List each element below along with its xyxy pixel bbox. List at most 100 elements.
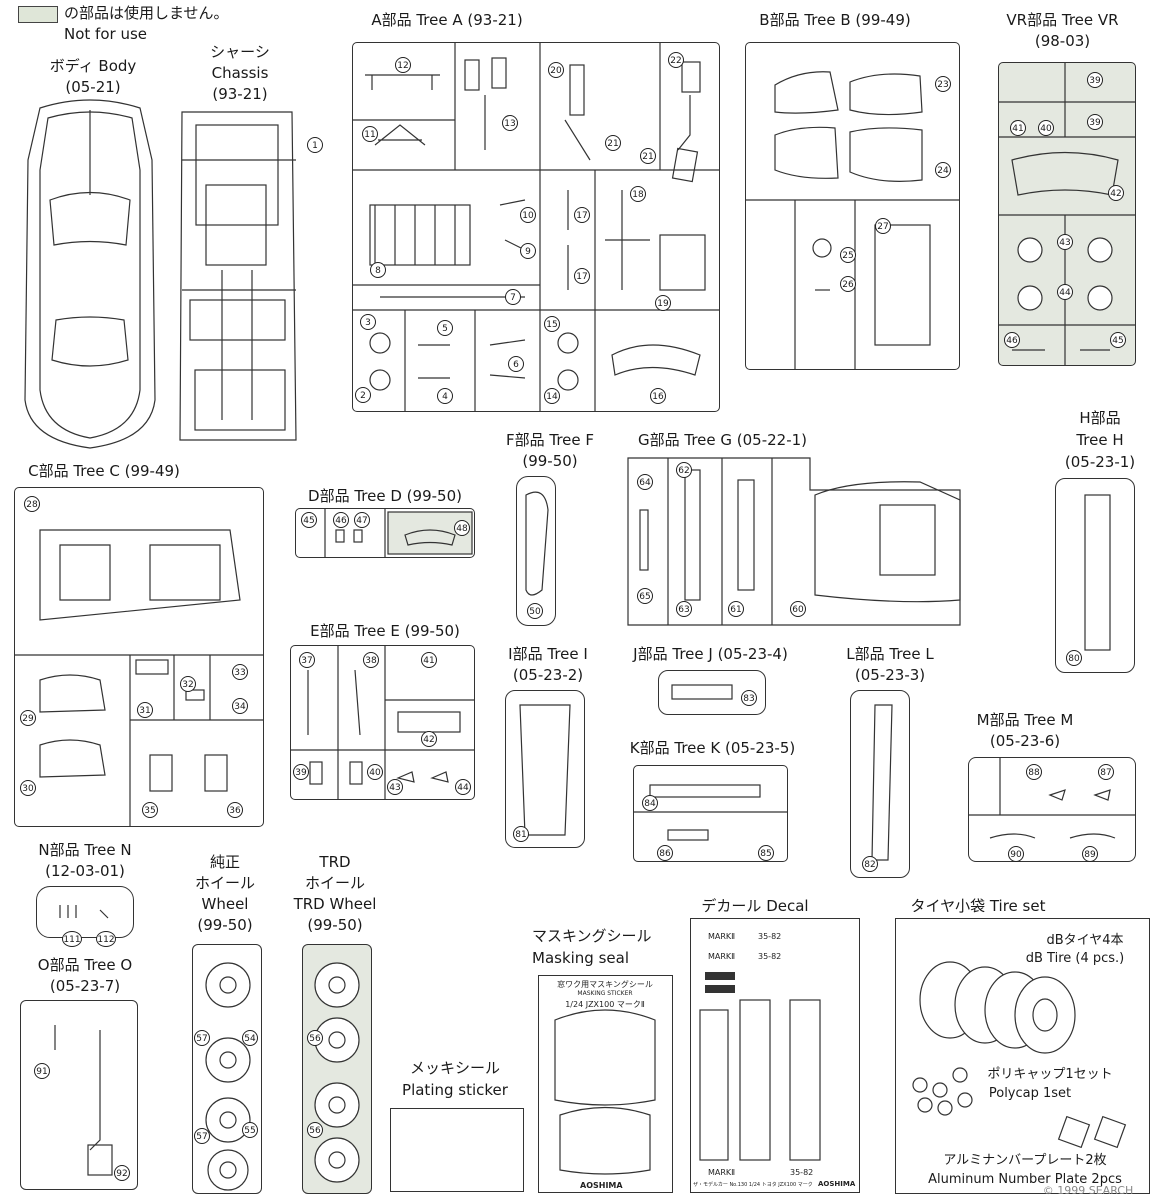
part-number: 1 [307, 137, 323, 153]
decal-plate-number-1: 35-82 [758, 932, 782, 941]
part-number: 40 [1038, 120, 1054, 136]
tree-l-title: L部品 Tree L [846, 645, 934, 663]
tire-en: dB Tire (4 pcs.) [1025, 951, 1125, 966]
part-number: 26 [840, 276, 856, 292]
legend-jp: の部品は使用しません。 [64, 4, 229, 22]
part-number: 10 [520, 207, 536, 223]
part-number: 36 [227, 802, 243, 818]
tree-h-frame [1055, 478, 1135, 673]
part-number: 86 [657, 845, 673, 861]
body-shell-drawing [24, 99, 156, 449]
part-number: 90 [1008, 846, 1024, 862]
tree-d-title: D部品 Tree D (99-50) [308, 487, 462, 505]
part-number: 21 [640, 148, 656, 164]
part-number: 46 [333, 512, 349, 528]
decal-brand: AOSHIMA [818, 1180, 856, 1188]
plating-en: Plating sticker [402, 1081, 508, 1099]
tree-n-frame [36, 886, 134, 938]
masking-rear-window [559, 1106, 651, 1175]
tree-l-code: (05-23-3) [854, 666, 926, 684]
tree-b-grid [745, 71, 960, 370]
chassis-drawing [179, 111, 297, 441]
part-number: 42 [421, 731, 437, 747]
part-number: 3 [360, 314, 376, 330]
tree-i-code: (05-23-2) [512, 666, 584, 684]
part-number: 46 [1004, 332, 1020, 348]
part-number: 9 [520, 243, 536, 259]
masking-sheet-en: MASKING STICKER [577, 990, 633, 997]
part-number: 41 [421, 652, 437, 668]
tree-j-part [671, 684, 733, 700]
masking-sheet-title: 窓ワク用マスキングシール [557, 980, 653, 989]
part-number: 42 [1108, 185, 1124, 201]
tree-m-grid [968, 757, 1136, 839]
tree-l-frame [850, 690, 910, 878]
part-number: 43 [1057, 234, 1073, 250]
tree-e-grid [290, 645, 475, 800]
decal-plate-label-2: MARKⅡ [708, 952, 736, 961]
tree-h-title-1: H部品 [1079, 409, 1121, 427]
tree-f-part [525, 491, 549, 596]
wheel-jp-2: ホイール [194, 874, 255, 892]
part-number: 25 [840, 247, 856, 263]
part-number: 12 [395, 57, 411, 73]
part-number: 87 [1098, 764, 1114, 780]
tree-g-grid [627, 457, 961, 626]
tree-n-title: N部品 Tree N [38, 841, 132, 859]
part-number: 13 [502, 115, 518, 131]
part-number: 15 [544, 316, 560, 332]
part-number: 5 [437, 320, 453, 336]
decal-plate-label-3: MARKⅡ [708, 1168, 736, 1177]
part-number: 11 [362, 126, 378, 142]
wheel-en: Wheel [201, 895, 249, 913]
part-number: 47 [354, 512, 370, 528]
part-number: 23 [935, 76, 951, 92]
part-number: 45 [301, 512, 317, 528]
part-number: 50 [527, 603, 543, 619]
part-number: 17 [574, 207, 590, 223]
part-number: 30 [20, 780, 36, 796]
tree-n-parts [59, 905, 109, 919]
tree-f-frame [516, 476, 556, 626]
polycap-en: Polycap 1set [988, 1086, 1072, 1101]
part-number: 37 [299, 652, 315, 668]
trd-title: TRD [319, 853, 351, 871]
tree-n-code: (12-03-01) [45, 862, 125, 880]
part-number: 35 [142, 802, 158, 818]
part-number: 17 [574, 268, 590, 284]
decal-elements [699, 972, 821, 1161]
part-number: 44 [455, 779, 471, 795]
part-number: 88 [1026, 764, 1042, 780]
wheel-code: (99-50) [197, 916, 253, 934]
part-number: 6 [508, 356, 524, 372]
part-number: 65 [637, 588, 653, 604]
wheel-drawings [205, 962, 251, 1191]
decal-plate-label-1: MARKⅡ [708, 932, 736, 941]
tree-o-box [87, 1144, 113, 1176]
part-number: 63 [676, 601, 692, 617]
trd-wheel-drawings [314, 962, 360, 1183]
part-number: 62 [676, 462, 692, 478]
tree-o-parts [54, 1025, 101, 1151]
tree-k-title: K部品 Tree K (05-23-5) [629, 739, 796, 757]
tree-a-title: A部品 Tree A (93-21) [371, 11, 523, 29]
part-number: 22 [668, 52, 684, 68]
legend-en: Not for use [64, 25, 147, 43]
wheel-jp-1: 純正 [209, 853, 240, 871]
part-number: 57 [194, 1030, 210, 1046]
part-number: 92 [114, 1165, 130, 1181]
tree-o-code: (05-23-7) [49, 977, 121, 995]
part-number: 8 [370, 262, 386, 278]
watermark: © 1999 SEARCH [1042, 1184, 1134, 1197]
tree-a-frame [352, 42, 720, 412]
part-number: 39 [1087, 114, 1103, 130]
tree-d-grid [324, 508, 473, 558]
part-number: 83 [741, 690, 757, 706]
tree-i-title: I部品 Tree I [508, 645, 588, 663]
part-number: 7 [505, 289, 521, 305]
part-number: 61 [728, 601, 744, 617]
masking-windshield [554, 1009, 656, 1106]
trd-jp: ホイール [304, 874, 365, 892]
tree-m-title: M部品 Tree M [976, 711, 1074, 729]
plate-en: Aluminum Number Plate 2pcs [928, 1172, 1122, 1187]
